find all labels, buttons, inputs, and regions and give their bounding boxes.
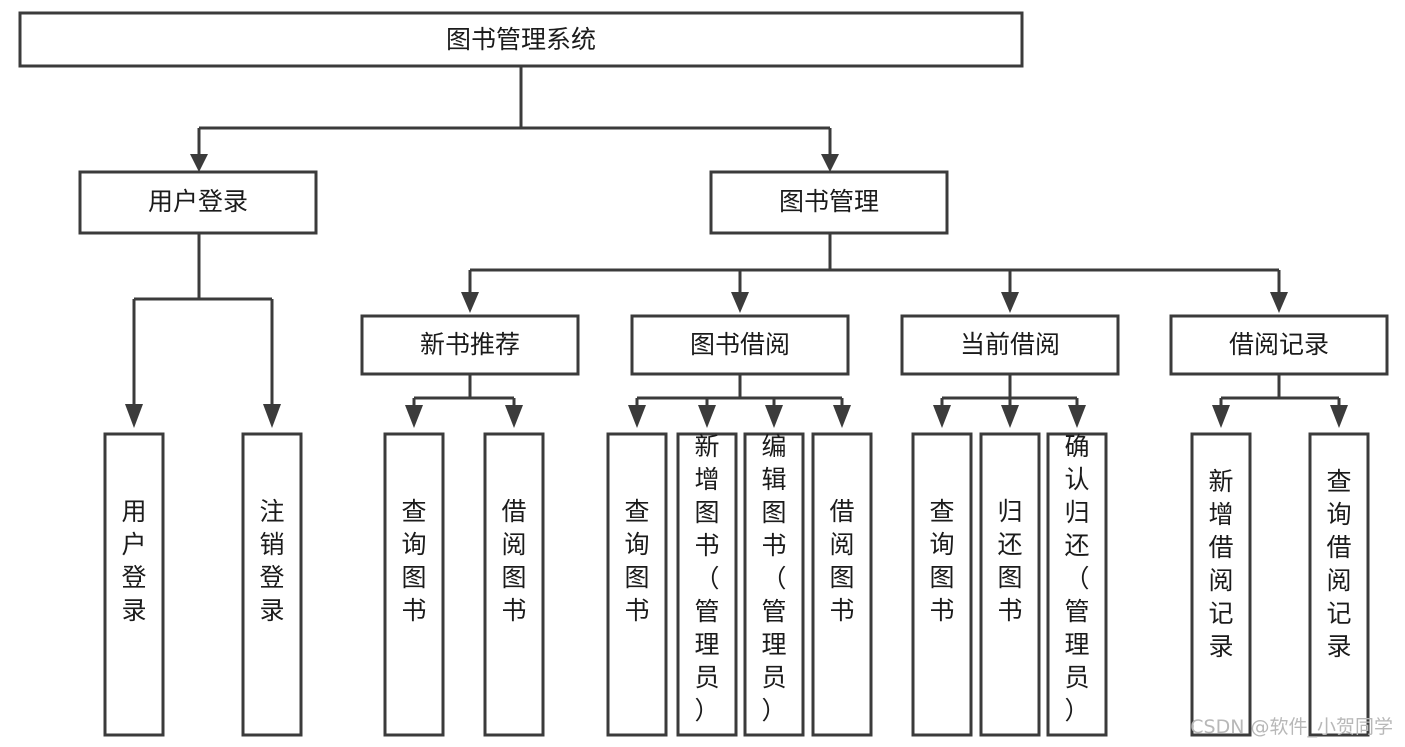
node-leaf-query-book-1[interactable]: 查询图书 <box>383 432 445 737</box>
node-user-login[interactable]: 用户登录 <box>78 170 318 235</box>
node-leaf-query-book-2-label: 查询图书 <box>624 497 649 625</box>
node-borrow-record-box[interactable] <box>1169 314 1389 376</box>
node-current-borrow-box[interactable] <box>900 314 1120 376</box>
node-leaf-query-book-3-box[interactable] <box>911 432 973 737</box>
node-leaf-add-record-box[interactable] <box>1190 432 1252 737</box>
node-book-borrow-box[interactable] <box>630 314 850 376</box>
node-leaf-confirm-return-label: 确认归还（管理员） <box>1064 432 1089 725</box>
arrowhead-leaf-borrow-book-2 <box>833 405 851 428</box>
node-leaf-query-record-box[interactable] <box>1308 432 1370 737</box>
arrowhead-leaf-confirm-return <box>1068 405 1086 428</box>
connector-layer <box>125 66 1348 428</box>
arrowhead-book-management <box>821 154 839 172</box>
node-leaf-edit-book[interactable]: 编辑图书（管理员） <box>743 432 805 737</box>
node-current-borrow[interactable]: 当前借阅 <box>900 314 1120 376</box>
arrowhead-leaf-add-book <box>698 405 716 428</box>
arrowhead-leaf-query-book-1 <box>405 405 423 428</box>
node-leaf-confirm-return[interactable]: 确认归还（管理员） <box>1046 432 1108 737</box>
node-user-login-box[interactable] <box>78 170 318 235</box>
node-leaf-user-login-box[interactable] <box>103 432 165 737</box>
arrowhead-leaf-edit-book <box>765 405 783 428</box>
arrowhead-leaf-add-record <box>1212 405 1230 428</box>
arrowhead-leaf-borrow-book-1 <box>505 405 523 428</box>
node-root-box[interactable] <box>18 11 1024 68</box>
node-leaf-borrow-book-2-label: 借阅图书 <box>829 497 854 625</box>
arrowhead-book-borrow <box>731 292 749 313</box>
arrowhead-leaf-query-book-2 <box>628 405 646 428</box>
node-leaf-add-record-label: 新增借阅记录 <box>1208 467 1233 661</box>
connector-newbook-to-leaves <box>412 374 516 408</box>
node-user-login-label: 用户登录 <box>148 187 248 216</box>
node-leaf-return-book[interactable]: 归还图书 <box>979 432 1041 737</box>
arrowhead-borrow-record <box>1270 292 1288 313</box>
node-leaf-user-logout-box[interactable] <box>241 432 303 737</box>
arrowhead-new-book-recommend <box>461 292 479 313</box>
connector-borrowrecord-to-leaves <box>1219 374 1341 408</box>
node-leaf-edit-book-label: 编辑图书（管理员） <box>761 432 786 725</box>
node-book-borrow[interactable]: 图书借阅 <box>630 314 850 376</box>
node-leaf-borrow-book-2-box[interactable] <box>811 432 873 737</box>
node-leaf-query-book-2[interactable]: 查询图书 <box>606 432 668 737</box>
node-new-book-recommend-box[interactable] <box>360 314 580 376</box>
node-leaf-add-book-box[interactable] <box>676 432 738 737</box>
node-book-borrow-label: 图书借阅 <box>690 330 790 359</box>
arrowhead-leaf-query-record <box>1330 405 1348 428</box>
node-leaf-borrow-book-2[interactable]: 借阅图书 <box>811 432 873 737</box>
node-leaf-return-book-box[interactable] <box>979 432 1041 737</box>
node-root[interactable]: 图书管理系统 <box>18 11 1024 68</box>
node-leaf-query-book-3-label: 查询图书 <box>929 497 954 625</box>
connector-userlogin-to-leaves <box>132 233 274 406</box>
connector-bookmgmt-to-level2 <box>468 233 1281 295</box>
node-root-label: 图书管理系统 <box>446 25 596 54</box>
connector-root-to-level1 <box>197 66 832 157</box>
node-borrow-record-label: 借阅记录 <box>1229 330 1329 359</box>
node-leaf-query-record[interactable]: 查询借阅记录 <box>1308 432 1370 737</box>
arrowhead-leaf-return-book <box>1001 405 1019 428</box>
arrowhead-current-borrow <box>1001 292 1019 313</box>
node-book-management-box[interactable] <box>709 170 949 235</box>
node-book-management-label: 图书管理 <box>779 187 879 216</box>
node-new-book-recommend[interactable]: 新书推荐 <box>360 314 580 376</box>
node-leaf-borrow-book-1-label: 借阅图书 <box>501 497 526 625</box>
node-leaf-return-book-label: 归还图书 <box>997 497 1022 625</box>
node-leaf-edit-book-box[interactable] <box>743 432 805 737</box>
node-leaf-user-login[interactable]: 用户登录 <box>103 432 165 737</box>
node-leaf-query-book-1-box[interactable] <box>383 432 445 737</box>
arrowhead-leaf-user-logout <box>263 404 281 428</box>
node-leaf-add-book-label: 新增图书（管理员） <box>694 432 719 725</box>
node-leaf-query-record-label: 查询借阅记录 <box>1326 467 1351 661</box>
arrowhead-leaf-user-login <box>125 404 143 428</box>
node-leaf-confirm-return-box[interactable] <box>1046 432 1108 737</box>
node-leaf-query-book-3[interactable]: 查询图书 <box>911 432 973 737</box>
node-leaf-add-book[interactable]: 新增图书（管理员） <box>676 432 738 737</box>
node-leaf-borrow-book-1[interactable]: 借阅图书 <box>483 432 545 737</box>
node-leaf-query-book-1-label: 查询图书 <box>401 497 426 625</box>
node-borrow-record[interactable]: 借阅记录 <box>1169 314 1389 376</box>
node-leaf-borrow-book-1-box[interactable] <box>483 432 545 737</box>
node-leaf-add-record[interactable]: 新增借阅记录 <box>1190 432 1252 737</box>
node-leaf-user-logout-label: 注销登录 <box>259 497 284 625</box>
connector-currentborrow-to-leaves <box>940 374 1079 408</box>
csdn-watermark: CSDN @软件_小贺同学 <box>1190 716 1393 738</box>
arrowhead-leaf-query-book-3 <box>933 405 951 428</box>
node-leaf-user-login-label: 用户登录 <box>121 497 146 625</box>
node-leaf-query-book-2-box[interactable] <box>606 432 668 737</box>
node-book-management[interactable]: 图书管理 <box>709 170 949 235</box>
node-leaf-user-logout[interactable]: 注销登录 <box>241 432 303 737</box>
node-current-borrow-label: 当前借阅 <box>960 330 1060 359</box>
arrowhead-user-login <box>190 154 208 172</box>
connector-bookborrow-to-leaves <box>635 374 844 408</box>
node-new-book-recommend-label: 新书推荐 <box>420 330 520 359</box>
